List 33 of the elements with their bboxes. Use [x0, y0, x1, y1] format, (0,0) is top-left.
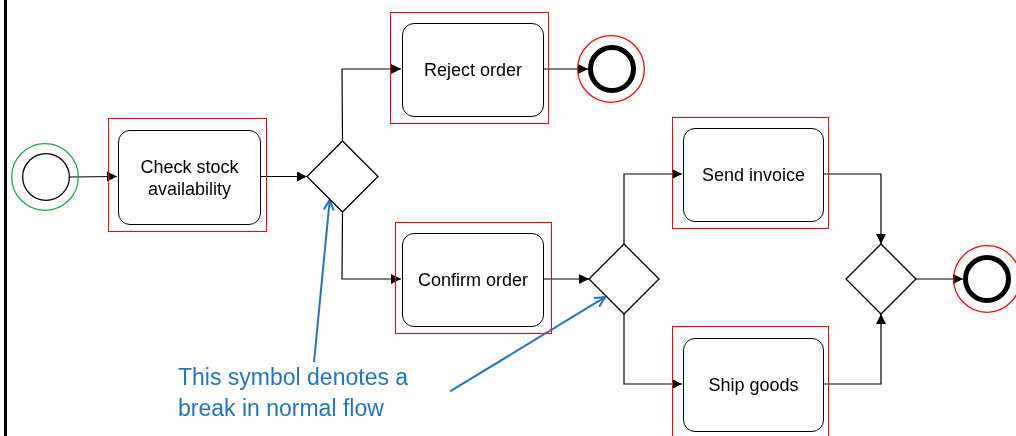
- arrow: [542, 64, 589, 74]
- gateway-diamond: [307, 141, 378, 212]
- highlight-frame: [390, 12, 549, 124]
- arrow: [915, 274, 964, 284]
- start-ring: [11, 143, 79, 211]
- highlight-frame: [395, 222, 552, 334]
- task-box: Ship goods: [683, 338, 824, 432]
- arrow: [542, 274, 590, 284]
- start-event-circle: [22, 153, 70, 201]
- arrow: [341, 211, 402, 284]
- arrow: [623, 313, 683, 389]
- highlight-frame: [672, 326, 829, 436]
- task-box: Confirm order: [402, 233, 544, 327]
- end-event-circle: [588, 45, 636, 93]
- task-box: Check stock availability: [118, 130, 261, 225]
- highlight-ring: [577, 35, 645, 103]
- task-box: Reject order: [402, 23, 544, 117]
- highlight-ring: [953, 245, 1016, 313]
- pointer-arrow: [313, 198, 335, 363]
- highlight-frame: [108, 118, 267, 232]
- arrow: [822, 173, 886, 245]
- highlight-frame: [672, 117, 829, 229]
- arrow: [822, 313, 886, 385]
- gateway-diamond: [589, 244, 659, 314]
- end-event-circle: [963, 255, 1011, 303]
- arrow: [623, 169, 683, 245]
- task-box: Send invoice: [683, 128, 824, 222]
- pointer-arrow: [449, 296, 607, 393]
- arrow: [341, 64, 402, 142]
- arrow: [69, 171, 118, 182]
- annotation-text: This symbol denotes a break in normal flow: [178, 362, 450, 432]
- gateway-diamond: [846, 244, 916, 314]
- arrow: [259, 171, 308, 182]
